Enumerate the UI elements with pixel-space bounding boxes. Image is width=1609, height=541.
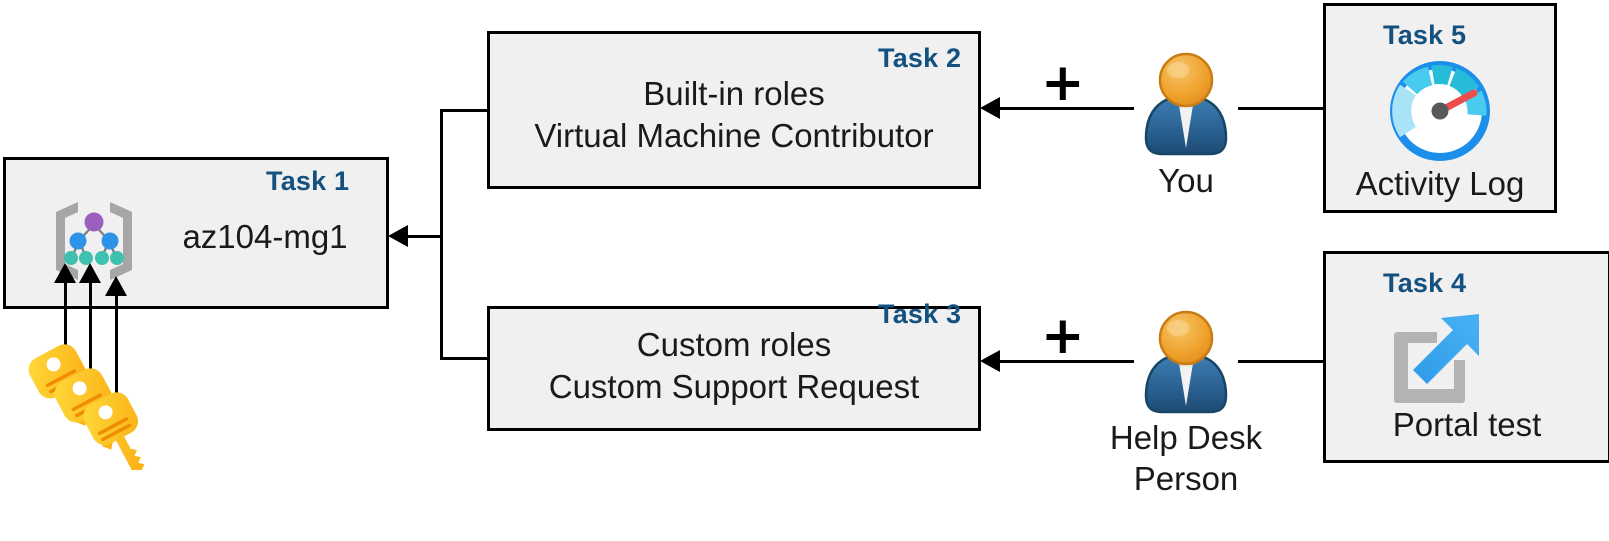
you-to-task5-line	[1238, 107, 1353, 110]
task4-box[interactable]	[1323, 251, 1609, 463]
task5-label: Task 5	[1383, 20, 1467, 50]
key-arrow-head-2	[79, 263, 101, 283]
helpdesk-to-task3-line	[1000, 360, 1134, 363]
user-icon-you	[1144, 52, 1228, 156]
task2-label: Task 2	[878, 43, 962, 73]
task3-line2: Custom Support Request	[548, 368, 920, 405]
bracket-to-task1-arrowhead	[388, 225, 408, 247]
bracket-stub-task3	[440, 357, 490, 360]
task2-box[interactable]	[487, 31, 981, 189]
task2-line1: Built-in roles	[643, 75, 825, 112]
helpdesk-caption-line1: Help Desk	[1109, 419, 1263, 456]
management-group-icon	[56, 202, 132, 280]
task4-text: Portal test	[1392, 406, 1542, 443]
you-to-task2-arrowhead	[980, 97, 1000, 119]
bracket-spine	[440, 109, 443, 360]
helpdesk-to-task4-line	[1238, 360, 1353, 363]
task4-label: Task 4	[1383, 268, 1467, 298]
key-arrow-head-3	[105, 276, 127, 296]
external-link-icon	[1394, 314, 1479, 403]
bracket-to-task1-line	[407, 235, 443, 238]
you-caption: You	[1158, 162, 1214, 199]
plus-top: +	[1041, 53, 1085, 113]
you-to-task2-line	[1000, 107, 1134, 110]
task3-label: Task 3	[878, 299, 962, 329]
task1-box[interactable]	[3, 157, 389, 309]
bracket-stub-task2	[440, 109, 490, 112]
task3-box[interactable]	[487, 306, 981, 431]
task1-label: Task 1	[266, 166, 350, 196]
plus-bottom: +	[1041, 306, 1085, 366]
key-arrow-line-3	[115, 295, 118, 395]
key-arrow-head-1	[54, 263, 76, 283]
key-arrow-line-1	[64, 282, 67, 372]
helpdesk-to-task3-arrowhead	[980, 350, 1000, 372]
user-icon-helpdesk	[1144, 310, 1228, 414]
task3-line1: Custom roles	[636, 326, 832, 363]
key-arrow-line-2	[89, 282, 92, 378]
task5-text: Activity Log	[1355, 165, 1525, 202]
task2-line2: Virtual Machine Contributor	[534, 117, 934, 154]
helpdesk-caption-line2: Person	[1133, 460, 1239, 497]
keys-icon	[28, 344, 145, 470]
task1-text: az104-mg1	[182, 218, 348, 255]
gauge-icon	[1390, 61, 1490, 161]
